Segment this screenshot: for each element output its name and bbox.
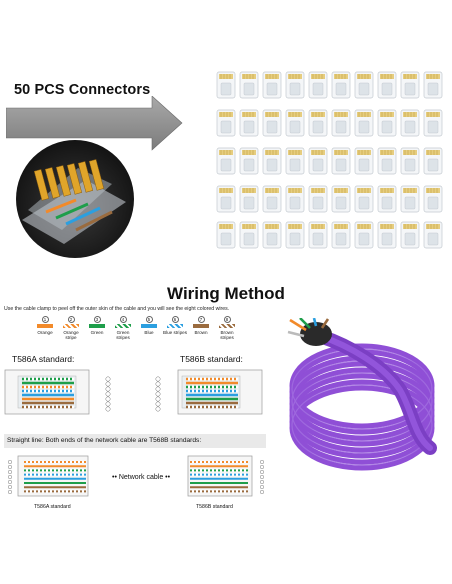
t568b-label: T586B standard: — [180, 354, 243, 364]
wire-swatch — [193, 324, 209, 328]
wiring-method-subtitle: Use the cable clamp to peel off the oute… — [4, 306, 230, 312]
legend-label: Green stripes — [116, 330, 130, 340]
wiring-method-title: Wiring Method — [167, 284, 285, 303]
legend-label: Brown — [194, 330, 208, 335]
legend-number: 8 — [223, 316, 231, 323]
end-b-label: T586B standard — [196, 504, 233, 510]
legend-label: Blue stripes — [162, 330, 187, 335]
end-a-plug-diagram — [7, 455, 89, 497]
connector-closeup-image — [16, 140, 134, 258]
connector-grid-image — [216, 71, 443, 249]
t568b-plug-diagram — [155, 369, 263, 415]
legend-label: Blue — [144, 330, 154, 335]
dots-right-icon: •• — [163, 474, 171, 481]
wire-swatch — [63, 324, 79, 328]
t568a-plug-diagram — [4, 369, 111, 415]
legend-number: 5 — [145, 316, 153, 323]
wire-swatch — [89, 324, 105, 328]
legend-number: 7 — [197, 316, 205, 323]
legend-label: Brown stripes — [220, 330, 234, 340]
wire-swatch — [167, 324, 183, 328]
legend-label: Green — [90, 330, 104, 335]
legend-label: Orange — [37, 330, 53, 335]
legend-number: 3 — [93, 316, 101, 323]
network-cable-label: •• Network cable •• — [112, 474, 171, 481]
wire-swatch — [115, 324, 131, 328]
straight-line-note: Straight line: Both ends of the network … — [4, 434, 266, 448]
arrow-right-icon — [6, 96, 183, 151]
legend-label: Orange stripe — [63, 330, 79, 340]
wire-swatch — [37, 324, 53, 328]
wire-swatch — [219, 324, 235, 328]
end-a-label: T586A standard — [34, 504, 71, 510]
dots-left-icon: •• — [112, 474, 119, 481]
end-b-plug-diagram — [187, 455, 265, 497]
legend-number: 6 — [171, 316, 179, 323]
hero-title: 50 PCS Connectors — [14, 82, 151, 98]
legend-number: 1 — [41, 316, 49, 323]
legend-number: 2 — [67, 316, 75, 323]
legend-number: 4 — [119, 316, 127, 323]
wire-swatch — [141, 324, 157, 328]
cable-coil-image — [287, 318, 437, 471]
t568a-label: T586A standard: — [12, 354, 75, 364]
